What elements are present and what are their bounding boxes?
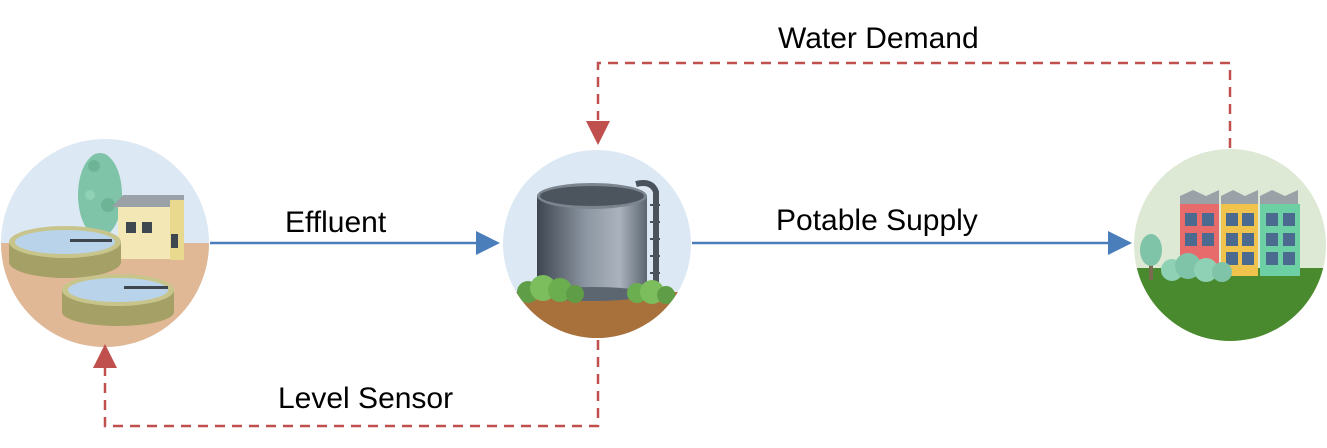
town-buildings-icon <box>1134 149 1326 341</box>
level-sensor-label: Level Sensor <box>278 382 454 415</box>
effluent-arrow <box>210 231 500 255</box>
water-demand-label: Water Demand <box>778 22 979 55</box>
water-storage-tank-icon <box>503 150 691 338</box>
water-demand-signal-arrow <box>586 61 1232 148</box>
potable-supply-arrow <box>692 231 1132 255</box>
potable-supply-label: Potable Supply <box>776 204 978 237</box>
effluent-label: Effluent <box>285 206 387 239</box>
wastewater-treatment-plant-icon <box>1 139 209 347</box>
level-sensor-signal-arrow <box>93 340 600 428</box>
